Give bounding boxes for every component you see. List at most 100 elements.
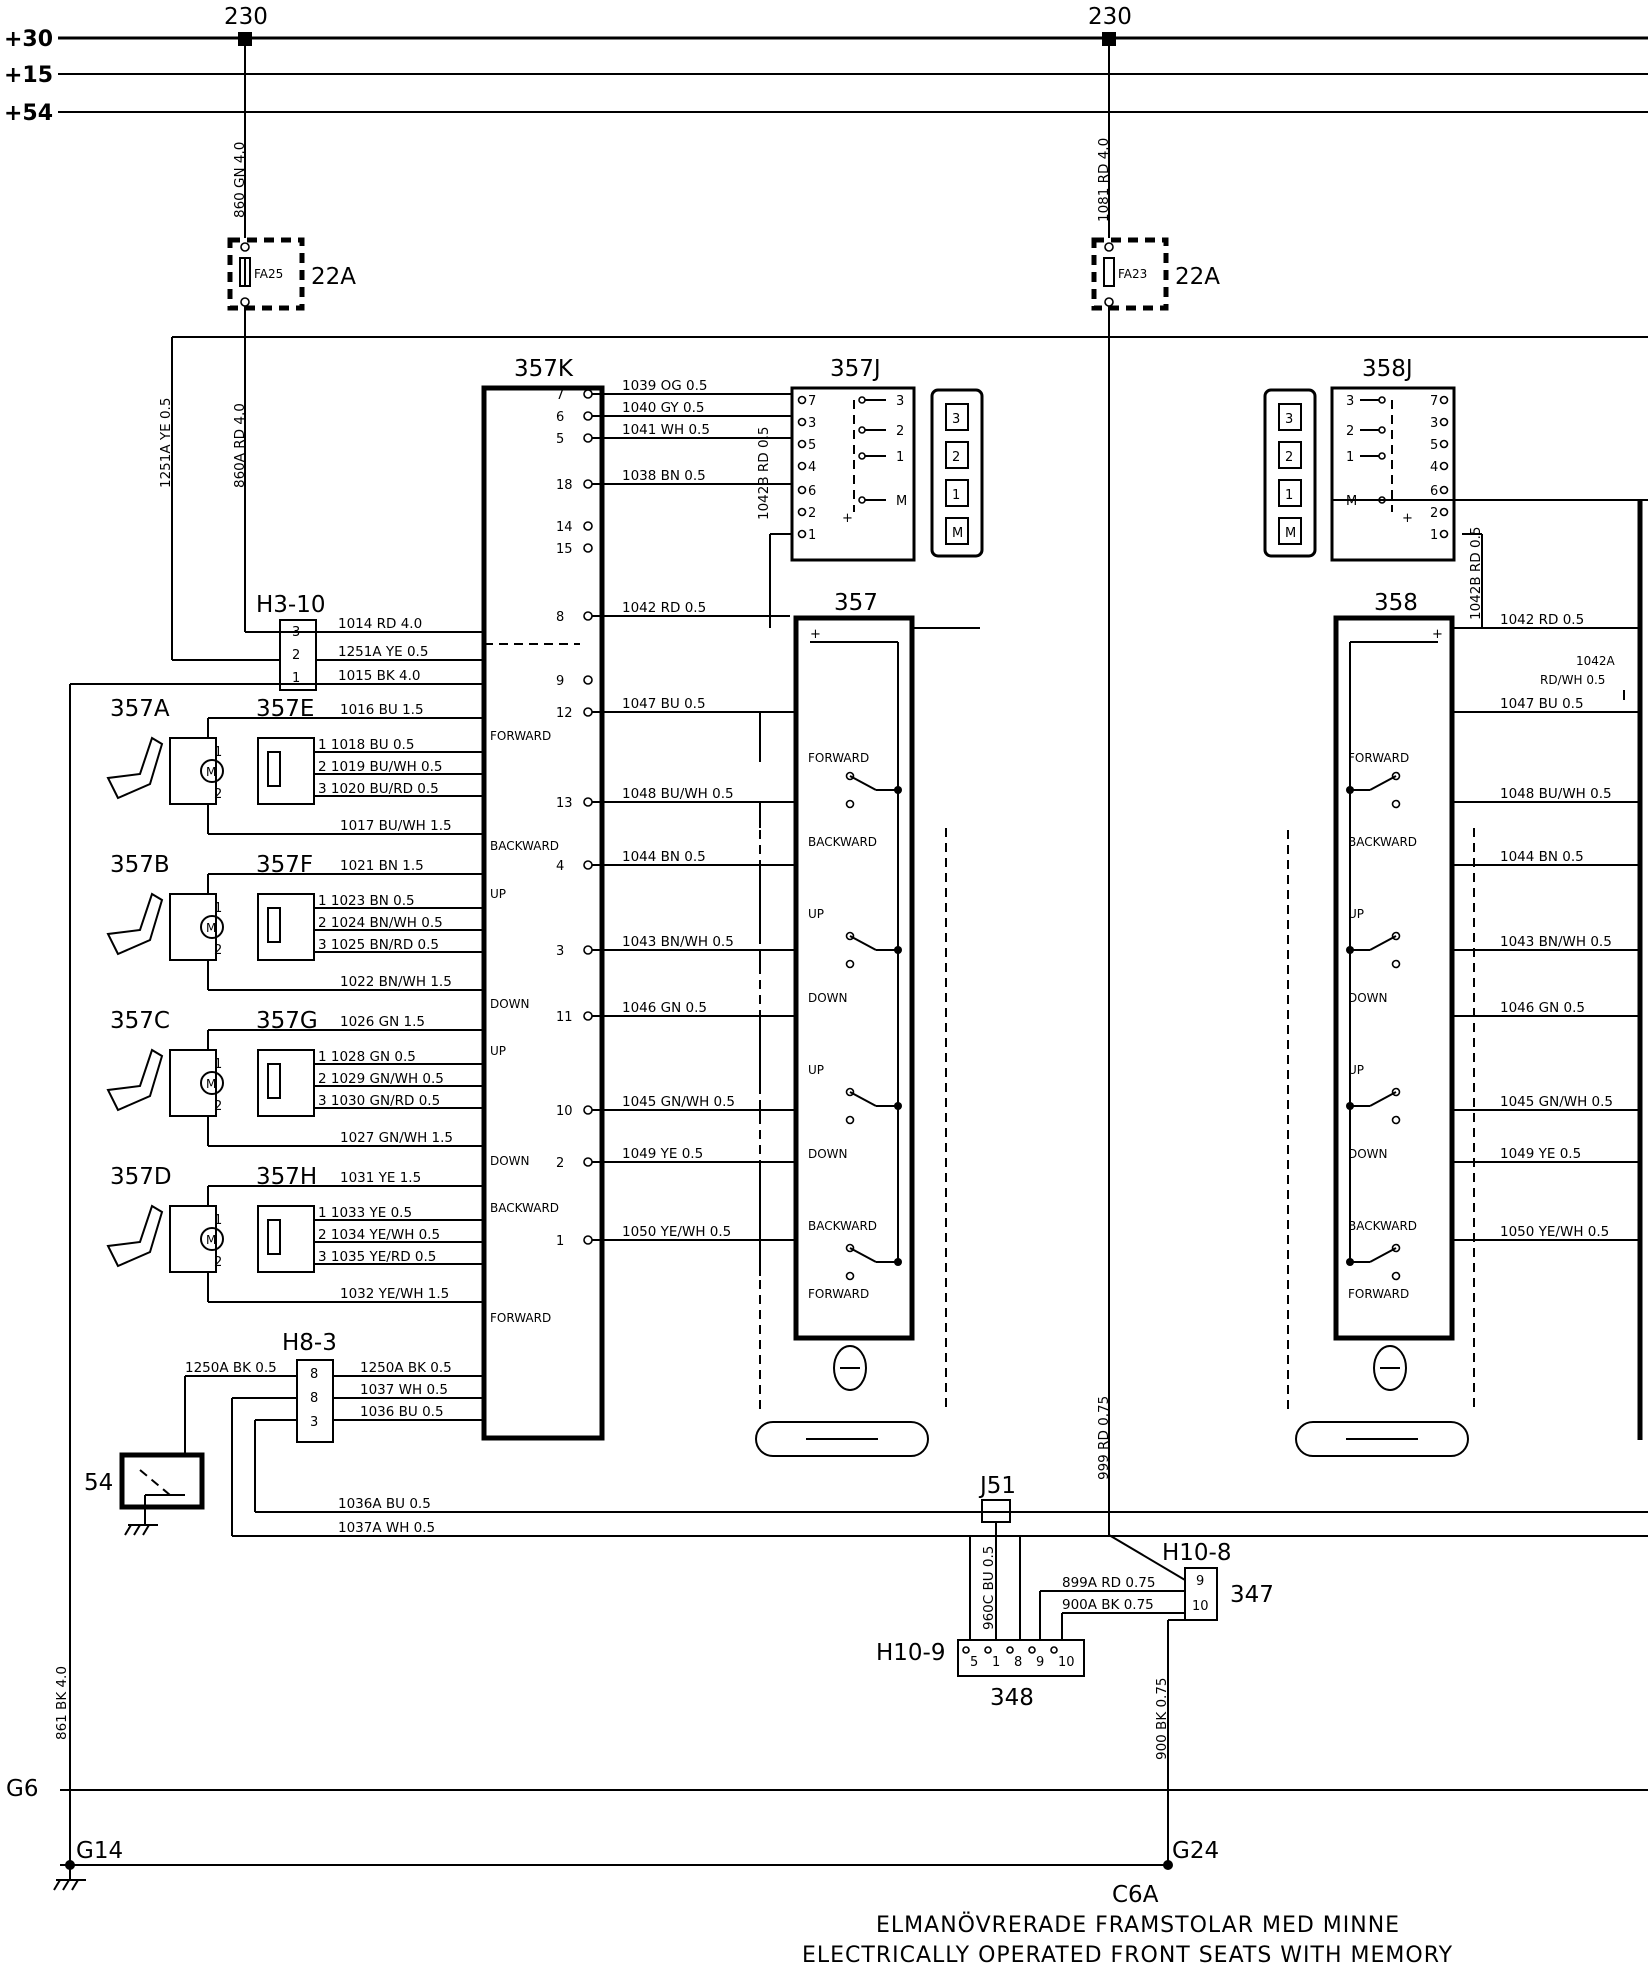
wire-358-label-1: 1050 YE/WH 0.5 (1500, 1224, 1609, 1240)
left-feed-label: 230 (224, 4, 268, 30)
j-pin-1: 1 (808, 528, 816, 543)
seat-unit-357c-motor-pin-1: 1 (214, 1057, 222, 1072)
j-out-pin-0: 3 (896, 394, 904, 409)
seat-switch-label-up-2: UP (1348, 907, 1364, 921)
module-357k-inner-labels: FORWARDBACKWARDUPDOWNUPDOWNBACKWARDFORWA… (490, 729, 559, 1325)
memory-button-1 (945, 479, 969, 507)
seat-unit-357a-motor-top-label: 1016 BU 1.5 (340, 702, 424, 718)
h3-pin-1: 1 (292, 671, 300, 686)
right-feed-node (1102, 32, 1116, 46)
module-357k-pin-9: 9 (556, 674, 564, 689)
wire-900a-label: 900A BK 0.75 (1062, 1597, 1154, 1613)
wire-1081-label: 1081 RD 4.0 (1096, 138, 1112, 222)
pin-contact (583, 389, 593, 399)
module-357k-pin-6: 6 (556, 410, 564, 425)
switch-357j-box (790, 386, 916, 562)
j-pin-3: 3 (808, 416, 816, 431)
seat-unit-357b-motor-box (169, 893, 217, 961)
j-pin-1: 1 (1430, 528, 1438, 543)
supply-buses: +30 +15 +54 (4, 27, 1648, 126)
j-pin-circle (797, 395, 807, 405)
seat-contact-b (845, 959, 855, 969)
wire-label-357k-18: 1038 BN 0.5 (622, 468, 706, 484)
wire-label-357k-11: 1046 GN 0.5 (622, 1000, 707, 1016)
connector-h10-8: H10-8 9 10 347 899A RD 0.75 900A BK 0.75… (1039, 1540, 1274, 1865)
junction-j51-label: J51 (978, 1473, 1016, 1499)
seat-contact-b (845, 1115, 855, 1125)
j-out-pin-3: M (896, 494, 907, 509)
h10-9-pin-contact (1006, 1646, 1014, 1654)
wire-label-357k-8: 1042 RD 0.5 (622, 600, 706, 616)
h3-pin-2: 2 (292, 648, 300, 663)
connector-h10-8-label: H10-8 (1162, 1540, 1232, 1566)
module-357k-inner-up-2: UP (490, 887, 506, 901)
j-pin-3: 3 (1430, 416, 1438, 431)
wire-358-label-11: 1046 GN 0.5 (1500, 1000, 1585, 1016)
seat-switch-label-up-4: UP (1348, 1063, 1364, 1077)
seat-switch-label-down-5: DOWN (808, 1147, 848, 1161)
seat-switch-357-label: 357 (834, 590, 878, 616)
seat-switch-label-down-5: DOWN (1348, 1147, 1388, 1161)
wire-label-357k-5: 1041 WH 0.5 (622, 422, 710, 438)
seat-switch-label-up-4: UP (808, 1063, 824, 1077)
module-357k-inner-down-5: DOWN (490, 1154, 530, 1168)
pin-contact (583, 1157, 593, 1167)
fuse-fa23-rating: 22A (1175, 264, 1220, 290)
seat-unit-357d-sensor-box (257, 1205, 315, 1273)
seat-unit-357c-motor-pin-2: 2 (214, 1099, 222, 1114)
h8-wire-1036: 1036 BU 0.5 (360, 1404, 444, 1420)
seat-switch-label-forward-7: FORWARD (808, 1287, 869, 1301)
seat-contact-blade (849, 775, 877, 791)
seat-unit-357b-label: 357B (110, 852, 170, 878)
wire-label-357k-3: 1043 BN/WH 0.5 (622, 934, 734, 950)
j-pin-7: 7 (1430, 394, 1438, 409)
connector-h10-8-box (1184, 1567, 1218, 1621)
seat-switch-label-up-2: UP (808, 907, 824, 921)
module-347-label: 347 (1230, 1582, 1274, 1608)
memory-button-label-2: 2 (1285, 450, 1293, 465)
wire-900-label: 900 BK 0.75 (1154, 1677, 1170, 1760)
pin-contact (583, 611, 593, 621)
wire-label-357k-4: 1044 BN 0.5 (622, 849, 706, 865)
seat-contact-blade (1369, 775, 1397, 791)
h10-9-pin-contact (984, 1646, 992, 1654)
ground-lines: G6 G14 G24 (6, 1776, 1648, 1891)
pin-contact (583, 479, 593, 489)
seat-contact-blade (849, 1091, 877, 1107)
right-feed: 230 1081 RD 4.0 FA23 22A 999 RD 0.75 (1088, 4, 1220, 1581)
h3-wire-1015: 1015 BK 4.0 (338, 668, 421, 684)
seat-switch-358-label: 358 (1374, 590, 1418, 616)
seat-unit-357d-sensor-wire-label-1: 1 1033 YE 0.5 (318, 1205, 412, 1221)
seat-unit-357d-motor-symbol (200, 1227, 224, 1251)
pin-contact (583, 433, 593, 443)
module-357k-pin-8: 8 (556, 610, 564, 625)
seat-unit-357d-motor-pin-1: 1 (214, 1213, 222, 1228)
seat-unit-357a-sensor-resistor (267, 751, 281, 787)
h3-wire-1014: 1014 RD 4.0 (338, 616, 422, 632)
wire-960c-label: 960C BU 0.5 (981, 1546, 997, 1630)
wire-358-label-3: 1043 BN/WH 0.5 (1500, 934, 1612, 950)
module-357k-pin-11: 11 (556, 1010, 573, 1025)
seat-cushion-icon (833, 1345, 867, 1391)
connector-h10-9-box (957, 1639, 1085, 1677)
h8-pin-b: 8 (310, 1391, 318, 1406)
seat-unit-357c-sensor-wire-label-1: 1 1028 GN 0.5 (318, 1049, 416, 1065)
j-contact (858, 452, 866, 460)
seat-unit-357d-sensor-wire-label-3: 3 1035 YE/RD 0.5 (318, 1249, 436, 1265)
wire-label-357k-6: 1040 GY 0.5 (622, 400, 704, 416)
pin-contact (583, 945, 593, 955)
j-pin-6: 6 (808, 484, 816, 499)
right-fuse-box (1091, 237, 1169, 311)
component-54: 54 (84, 1452, 205, 1536)
wire-358-label-2: 1049 YE 0.5 (1500, 1146, 1581, 1162)
wire-1042a-line2: RD/WH 0.5 (1540, 673, 1605, 687)
seat-unit-357c-motor-m: M (206, 1077, 216, 1091)
junction-j51: J51 1036A BU 0.5 1037A WH 0.5 960C BU 0.… (232, 1473, 1648, 1640)
fuse-fa23-symbol (1103, 257, 1115, 287)
memory-button-M (945, 517, 969, 545)
connector-h3-10: H3-10 3 2 1 1014 RD 4.0 1251A YE 0.5 101… (70, 592, 484, 691)
